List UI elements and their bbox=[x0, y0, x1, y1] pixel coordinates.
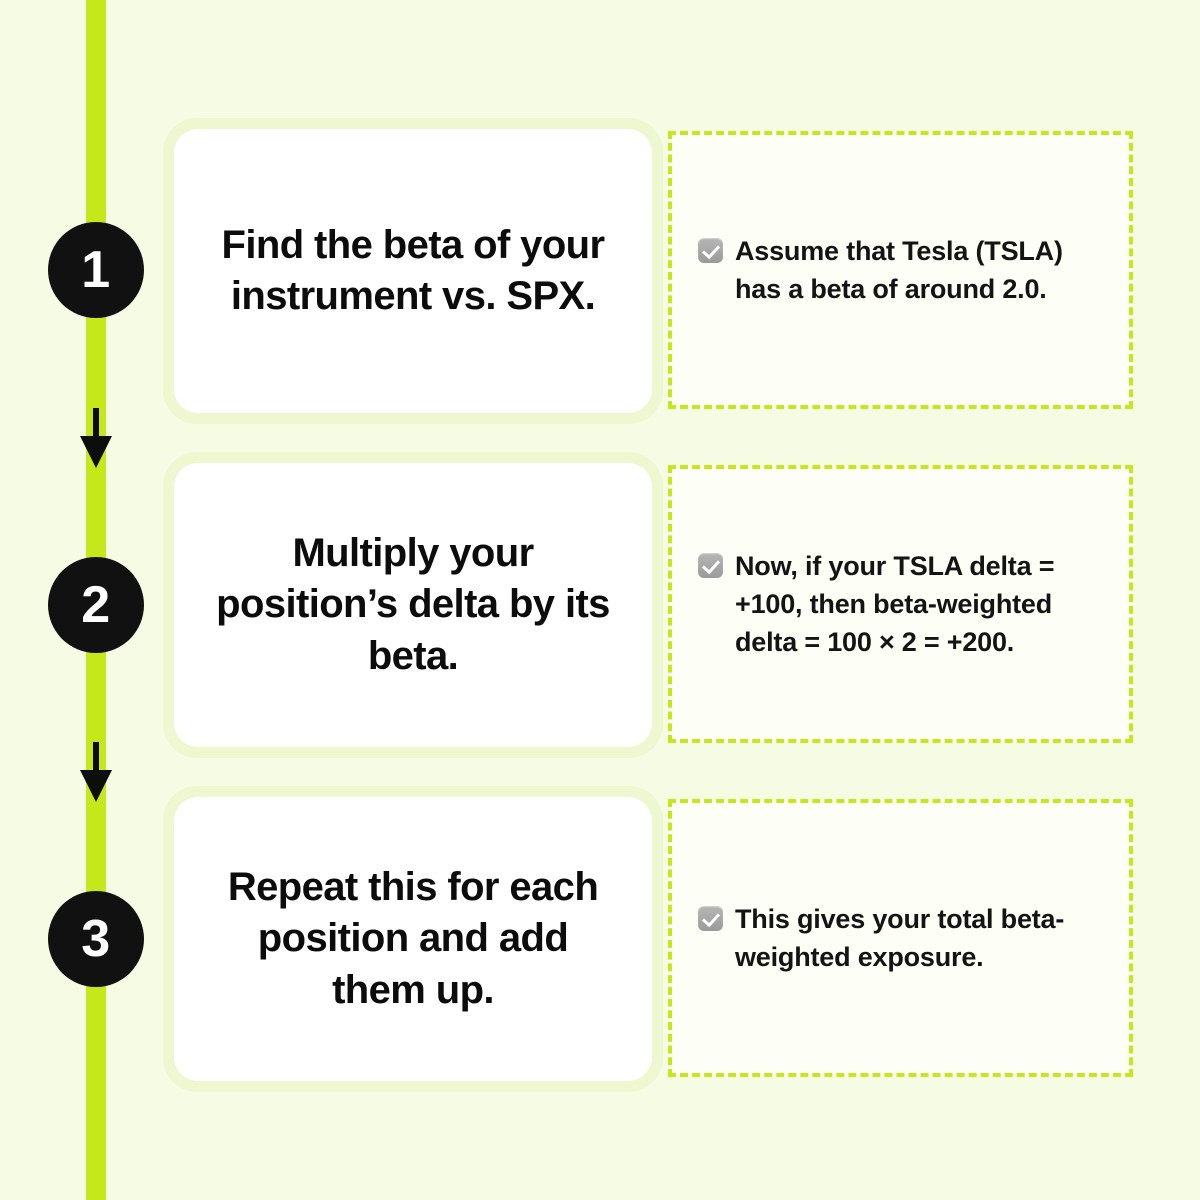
step-badge-3: 3 bbox=[48, 891, 144, 987]
step-card-2: Multiply your position’s delta by its be… bbox=[163, 452, 663, 758]
step-note-box-1: Assume that Tesla (TSLA) has a beta of a… bbox=[668, 131, 1133, 409]
arrow-down-icon-1 bbox=[80, 408, 112, 468]
step-note-text-2: Now, if your TSLA delta = +100, then bet… bbox=[735, 550, 1055, 658]
checkbox-checked-icon bbox=[698, 905, 723, 931]
checkbox-checked-icon bbox=[698, 237, 723, 263]
step-title-2: Multiply your position’s delta by its be… bbox=[216, 531, 610, 678]
note-content-3: This gives your total beta-weighted expo… bbox=[698, 900, 1103, 977]
step-note-box-2: Now, if your TSLA delta = +100, then bet… bbox=[668, 465, 1133, 743]
step-badge-1-number: 1 bbox=[81, 241, 111, 299]
step-note-text-1: Assume that Tesla (TSLA) has a beta of a… bbox=[735, 235, 1063, 304]
checkbox-checked-icon bbox=[698, 552, 723, 578]
step-row-3: This gives your total beta-weighted expo… bbox=[0, 786, 1200, 1092]
step-card-3-inner: Repeat this for each position and add th… bbox=[174, 797, 652, 1081]
step-card-3: Repeat this for each position and add th… bbox=[163, 786, 663, 1092]
arrow-head bbox=[80, 436, 112, 468]
step-badge-3-number: 3 bbox=[81, 910, 111, 968]
step-card-2-inner: Multiply your position’s delta by its be… bbox=[174, 463, 652, 747]
step-title-1: Find the beta of your instrument vs. SPX… bbox=[221, 222, 606, 318]
step-row-1: Assume that Tesla (TSLA) has a beta of a… bbox=[0, 118, 1200, 424]
arrow-stem bbox=[93, 408, 99, 442]
step-badge-2: 2 bbox=[48, 557, 144, 653]
step-card-1: Find the beta of your instrument vs. SPX… bbox=[163, 118, 663, 424]
note-content-2: Now, if your TSLA delta = +100, then bet… bbox=[698, 547, 1103, 662]
step-note-text-3: This gives your total beta-weighted expo… bbox=[735, 903, 1065, 972]
arrow-down-icon-2 bbox=[80, 742, 112, 802]
step-card-1-inner: Find the beta of your instrument vs. SPX… bbox=[174, 129, 652, 413]
note-content-1: Assume that Tesla (TSLA) has a beta of a… bbox=[698, 232, 1103, 309]
arrow-stem bbox=[93, 742, 99, 776]
step-badge-1: 1 bbox=[48, 222, 144, 318]
step-badge-2-number: 2 bbox=[81, 576, 111, 634]
step-note-box-3: This gives your total beta-weighted expo… bbox=[668, 799, 1133, 1077]
step-row-2: Now, if your TSLA delta = +100, then bet… bbox=[0, 452, 1200, 758]
arrow-head bbox=[80, 770, 112, 802]
step-title-3: Repeat this for each position and add th… bbox=[227, 865, 599, 1012]
